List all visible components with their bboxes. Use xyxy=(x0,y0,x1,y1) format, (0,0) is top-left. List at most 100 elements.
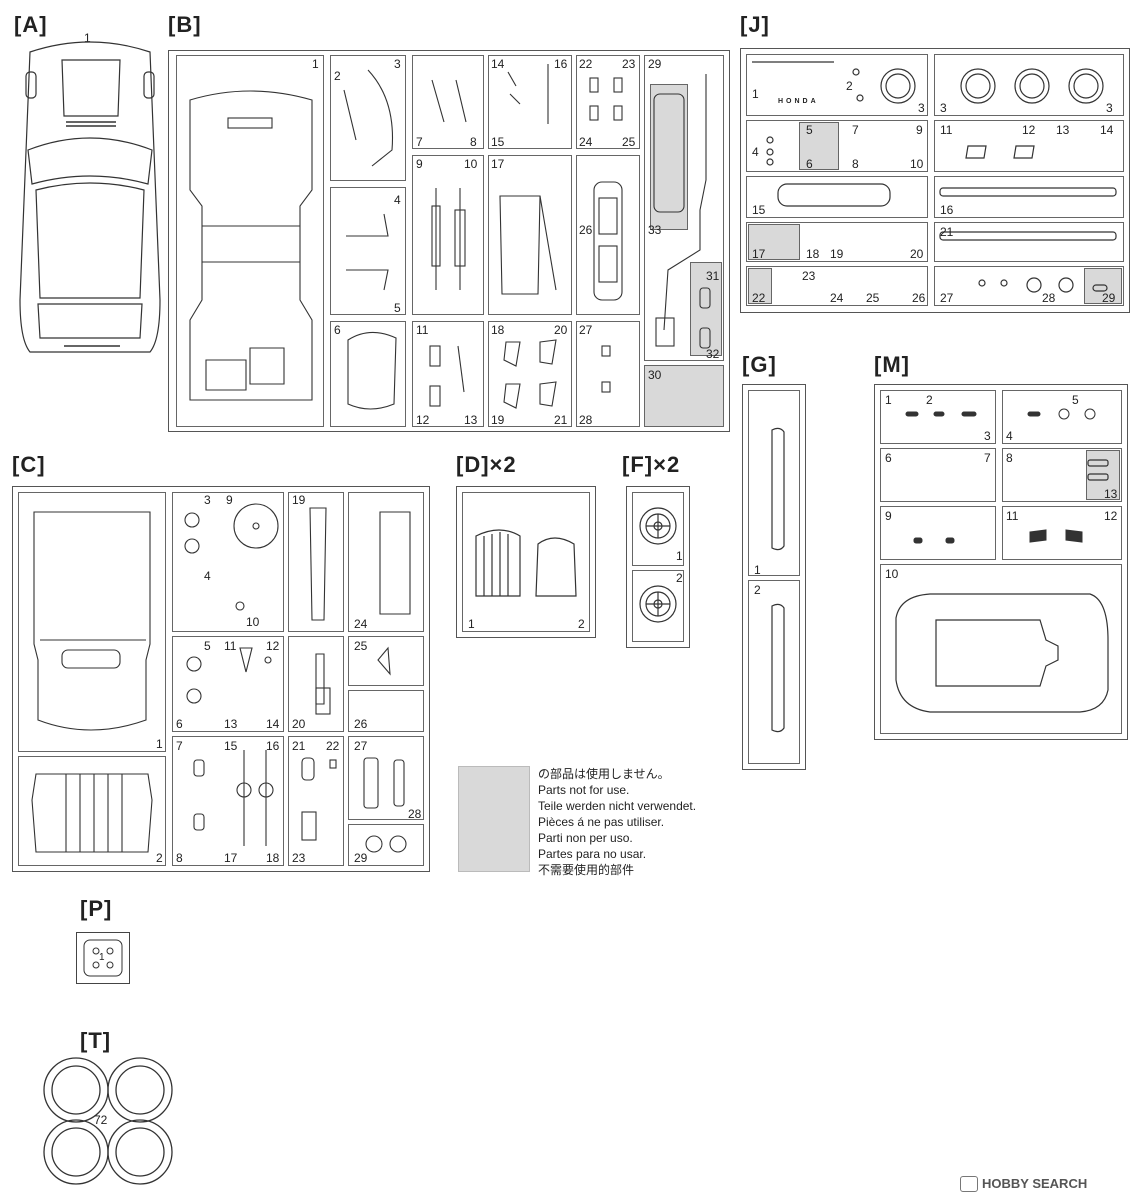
sprue-c-cell-19 xyxy=(288,492,344,632)
watermark-text: HOBBY SEARCH xyxy=(982,1176,1088,1191)
sprue-j-unused-22 xyxy=(748,268,772,304)
sprue-b-cell-22-25 xyxy=(576,55,640,149)
sprue-c-label: [C] xyxy=(12,452,46,477)
part-j16-number: 16 xyxy=(940,203,954,217)
part-j7-number: 7 xyxy=(852,123,859,137)
part-c16-number: 16 xyxy=(266,739,280,753)
sprue-b-cell-4-5 xyxy=(330,187,406,315)
part-m9-number: 9 xyxy=(885,509,892,523)
part-a1-number: 1 xyxy=(84,31,91,45)
part-c2-number: 2 xyxy=(156,851,163,865)
part-b9-number: 9 xyxy=(416,157,423,171)
sprue-m-cell-6-7 xyxy=(880,448,996,502)
sprue-j-cell-22-26 xyxy=(746,266,928,306)
sprue-d-label: [D]×2 xyxy=(456,452,517,477)
part-m6-number: 6 xyxy=(885,451,892,465)
sprue-m-unused-13 xyxy=(1086,450,1120,500)
part-b29-number: 29 xyxy=(648,57,662,71)
sprue-j-cell-15 xyxy=(746,176,928,218)
legend-text-en: Parts not for use. xyxy=(538,783,630,797)
part-b17-number: 17 xyxy=(491,157,505,171)
legend-text-es: Partes para no usar. xyxy=(538,847,647,861)
part-j11-number: 11 xyxy=(940,123,953,137)
part-m12-number: 12 xyxy=(1104,509,1118,523)
part-b5-number: 5 xyxy=(394,301,401,315)
part-b10-number: 10 xyxy=(464,157,478,171)
part-m7-number: 7 xyxy=(984,451,991,465)
sprue-b-cell-7-8 xyxy=(412,55,484,149)
part-c9-number: 9 xyxy=(226,493,233,507)
part-b33-number: 33 xyxy=(648,223,662,237)
part-c5-number: 5 xyxy=(204,639,211,653)
part-b4-number: 4 xyxy=(394,193,401,207)
part-m5-number: 5 xyxy=(1072,393,1079,407)
sprue-g-cell-2 xyxy=(748,580,800,764)
part-c27-number: 27 xyxy=(354,739,368,753)
sprue-j-cell-16 xyxy=(934,176,1124,218)
sprue-j-label: [J] xyxy=(740,12,770,37)
unused-parts-swatch xyxy=(458,766,530,872)
part-p1-number: 1 xyxy=(99,952,105,963)
part-c25-number: 25 xyxy=(354,639,368,653)
sprue-c-cell-26 xyxy=(348,690,424,732)
part-b20-number: 20 xyxy=(554,323,568,337)
sprue-c-cell-27-28 xyxy=(348,736,424,820)
part-b33-unused xyxy=(650,84,688,230)
part-c23-number: 23 xyxy=(292,851,306,865)
part-j10-number: 10 xyxy=(910,157,924,171)
part-c8-number: 8 xyxy=(176,851,183,865)
part-c6-number: 6 xyxy=(176,717,183,731)
part-j3b-number: 3 xyxy=(940,101,947,115)
part-c28-number: 28 xyxy=(408,807,422,821)
part-j6-number: 6 xyxy=(806,157,813,171)
sprue-c-cell-3-10 xyxy=(172,492,284,632)
part-j3c-number: 3 xyxy=(1106,101,1113,115)
sprue-b-cell-18-21 xyxy=(488,321,572,427)
part-c24-number: 24 xyxy=(354,617,368,631)
sprue-m-cell-9 xyxy=(880,506,996,560)
part-c10-number: 10 xyxy=(246,615,260,629)
part-c1-number: 1 xyxy=(156,737,163,751)
hobby-search-logo-icon xyxy=(960,1176,978,1192)
part-c12-number: 12 xyxy=(266,639,280,653)
sprue-c-floor-cell xyxy=(18,492,166,752)
legend-text-ja: の部品は使用しません。 xyxy=(538,767,670,781)
sprue-m-cell-1-3 xyxy=(880,390,996,444)
part-b18-number: 18 xyxy=(491,323,505,337)
part-c20-number: 20 xyxy=(292,717,306,731)
part-j5-number: 5 xyxy=(806,123,813,137)
part-j8-number: 8 xyxy=(852,157,859,171)
sprue-b-cell-9-10 xyxy=(412,155,484,315)
part-j17-number: 17 xyxy=(752,247,766,261)
part-j9-number: 9 xyxy=(916,123,923,137)
part-d1-number: 1 xyxy=(468,617,475,631)
part-d2-number: 2 xyxy=(578,617,585,631)
part-c4-number: 4 xyxy=(204,569,211,583)
part-j28-number: 28 xyxy=(1042,291,1056,305)
sprue-c-cell-7-18 xyxy=(172,736,284,866)
legend-text-zh: 不需要使用的部件 xyxy=(538,863,635,877)
part-c22-number: 22 xyxy=(326,739,340,753)
part-c7-number: 7 xyxy=(176,739,183,753)
sprue-c-cell-25 xyxy=(348,636,424,686)
part-j14-number: 14 xyxy=(1100,123,1114,137)
part-m10-number: 10 xyxy=(885,567,899,581)
part-b8-number: 8 xyxy=(470,135,477,149)
part-c21-number: 21 xyxy=(292,739,306,753)
part-m1-number: 1 xyxy=(885,393,892,407)
part-c26-number: 26 xyxy=(354,717,368,731)
part-t72-number: 72 xyxy=(94,1113,108,1127)
part-c17-number: 17 xyxy=(224,851,238,865)
part-b23-number: 23 xyxy=(622,57,636,71)
part-b7-number: 7 xyxy=(416,135,423,149)
part-c15-number: 15 xyxy=(224,739,238,753)
part-g1-number: 1 xyxy=(754,563,761,577)
part-b13-number: 13 xyxy=(464,413,478,427)
part-b21-number: 21 xyxy=(554,413,568,427)
part-b16-number: 16 xyxy=(554,57,568,71)
part-b26-number: 26 xyxy=(579,223,593,237)
part-j2-number: 2 xyxy=(846,79,853,93)
